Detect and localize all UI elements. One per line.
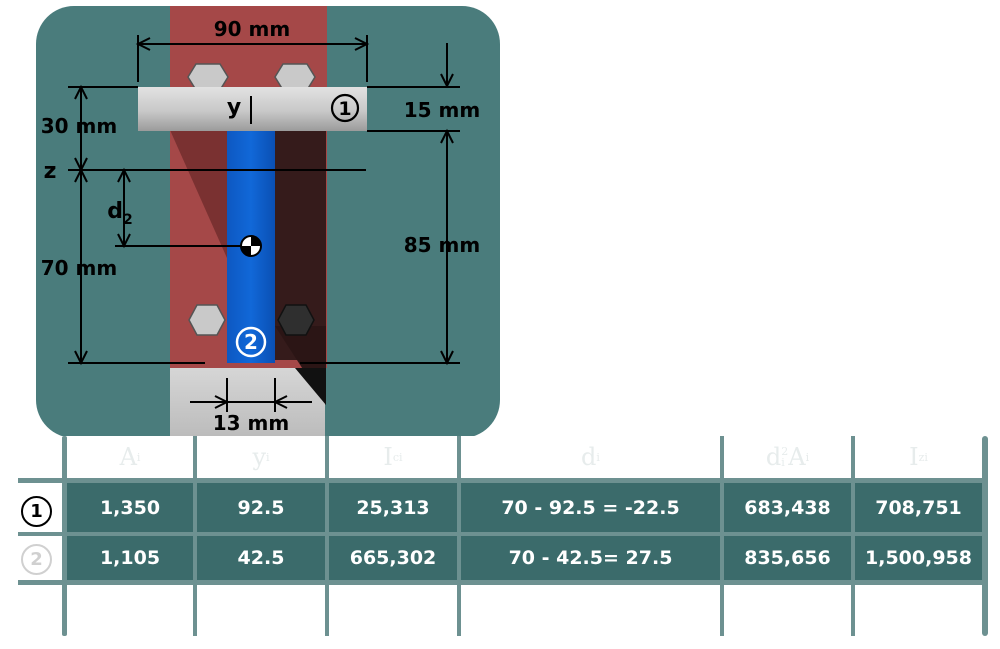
member-shadow-right — [275, 130, 326, 360]
part-2-marker — [235, 326, 267, 358]
z-axis-label: z — [44, 159, 57, 184]
flange-part-1 — [138, 87, 367, 131]
d2-label: d2 — [107, 199, 133, 228]
table-vline — [457, 436, 461, 636]
y-axis-label: y — [227, 95, 241, 120]
label-85mm: 85 mm — [404, 233, 480, 257]
bolt-icon — [187, 63, 229, 91]
table-cell: 1,500,958 — [855, 536, 982, 580]
label-13mm: 13 mm — [213, 411, 289, 435]
bolt-icon — [274, 63, 316, 91]
label-90mm: 90 mm — [214, 17, 290, 41]
part-2-marker-label: 2 — [244, 330, 258, 354]
dimension-15mm — [367, 43, 460, 89]
table-hline — [18, 478, 988, 483]
dimension-13mm — [190, 378, 312, 412]
table-vline — [325, 436, 329, 636]
cross-section-diagram: 1 2 90 mm 15 mm 85 mm 13 mm 30 mm 70 mm … — [36, 6, 500, 436]
table-cell: 25,313 — [329, 483, 457, 532]
table-vline — [193, 436, 197, 636]
table-vline — [982, 436, 988, 636]
part-1-marker — [330, 93, 360, 123]
table-hline — [18, 580, 988, 585]
table-cell: 70 - 42.5= 27.5 — [461, 536, 720, 580]
part-1-marker-label: 1 — [338, 98, 351, 120]
table-cell: 70 - 92.5 = -22.5 — [461, 483, 720, 532]
table-cell: 1,105 — [67, 536, 193, 580]
dimension-d2 — [117, 167, 131, 249]
table-cell: 835,656 — [724, 536, 851, 580]
label-30mm: 30 mm — [41, 114, 117, 138]
member-shadow-left — [170, 130, 227, 258]
label-15mm: 15 mm — [404, 98, 480, 122]
bolt-icon — [277, 304, 315, 336]
table-cell: 683,438 — [724, 483, 851, 532]
table-hline — [18, 532, 988, 536]
row-2-marker: 2 — [21, 544, 52, 575]
bottom-plate-shadow — [295, 368, 326, 405]
dimension-85mm — [367, 128, 460, 366]
row-1-marker: 1 — [21, 496, 52, 527]
table-cell: 708,751 — [855, 483, 982, 532]
table-cell: 665,302 — [329, 536, 457, 580]
bolt-icon — [188, 304, 226, 336]
table-vline — [720, 436, 724, 636]
dimension-70mm — [74, 167, 88, 366]
table-vline — [851, 436, 855, 636]
table-vline — [62, 436, 67, 636]
table-cell: 42.5 — [197, 536, 325, 580]
table-cell: 92.5 — [197, 483, 325, 532]
centroid-marker-icon — [240, 235, 262, 257]
table-cell: 1,350 — [67, 483, 193, 532]
label-70mm: 70 mm — [41, 256, 117, 280]
dimension-90mm — [135, 35, 370, 82]
